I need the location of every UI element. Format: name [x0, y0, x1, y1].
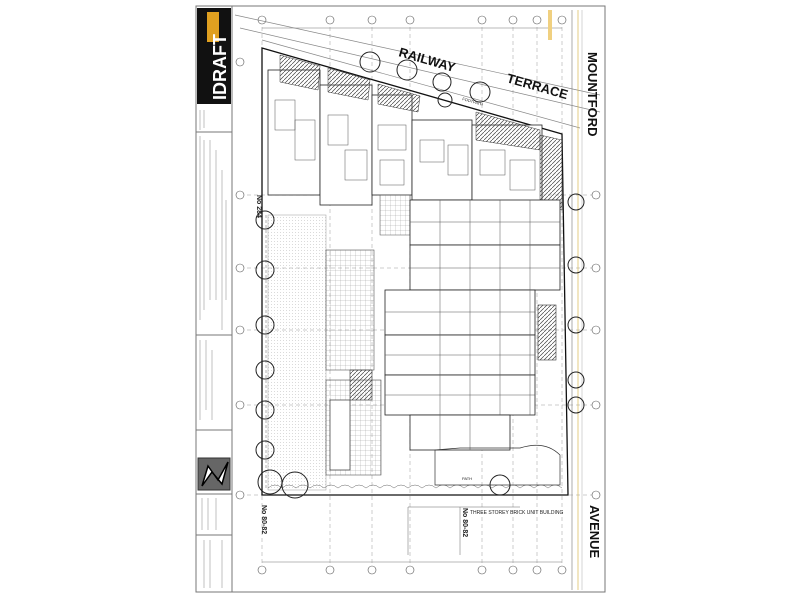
mountford-label: MOUNTFORD — [585, 52, 600, 137]
paved-courtyard — [325, 249, 375, 371]
interior-walls — [274, 99, 536, 236]
railway-terrace-road — [234, 14, 601, 129]
driveway — [434, 444, 561, 486]
footpath-label: FOOTPATH — [462, 96, 484, 107]
path-label: PATH — [462, 476, 472, 481]
neighbour-no284: No 284 — [255, 195, 262, 218]
townhouse-rooms — [385, 200, 560, 450]
trees — [255, 51, 585, 499]
yellow-note — [548, 10, 552, 40]
neighbour-bottom-left: No 80-82 — [260, 505, 267, 534]
pool — [329, 399, 351, 471]
grid-bubbles — [235, 15, 601, 575]
neighbour-bottom-right: No 80-82 — [461, 508, 468, 537]
stair — [537, 304, 557, 361]
balcony-hatch — [279, 54, 563, 211]
idraft-logo: IDRAFT — [210, 34, 230, 100]
landscape-area — [267, 214, 327, 491]
site-boundary — [261, 47, 569, 496]
townhouse-rows — [384, 199, 561, 451]
title-block: IDRAFT — [195, 5, 233, 593]
avenue-label: AVENUE — [587, 505, 602, 559]
neighbour-description: THREE STOREY BRICK UNIT BUILDING — [470, 510, 563, 516]
